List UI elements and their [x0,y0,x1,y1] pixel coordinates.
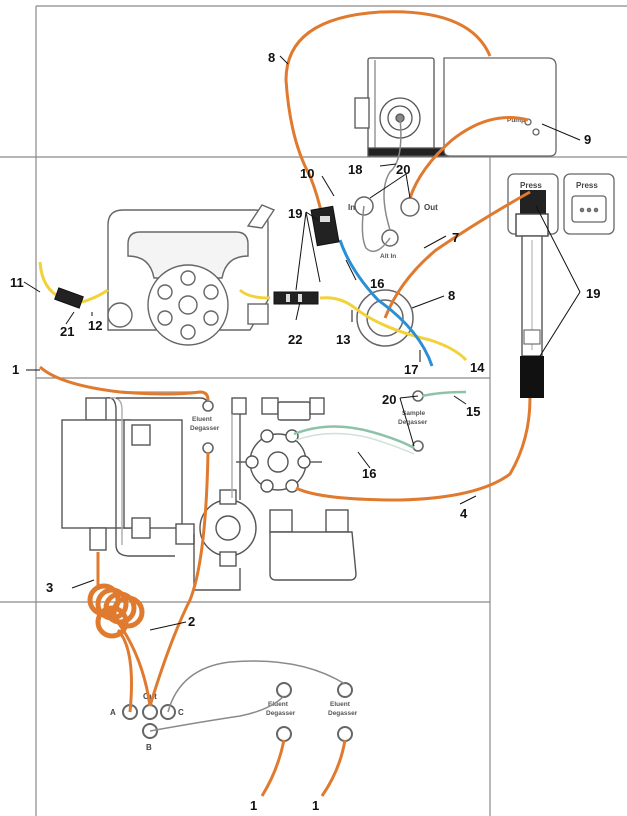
callout-numbers: 11 21 12 22 13 10 19 18 20 7 8 9 8 19 16… [10,50,600,813]
alt-in-label: Alt In [380,253,396,260]
callout-21: 21 [60,324,74,339]
peristaltic-pump-icon [107,204,276,346]
control-box-icon [443,57,557,157]
callout-5: 7 [452,230,459,245]
reservoir-icon [269,509,357,581]
degasser-icon [61,391,209,557]
out-port-label: Out [424,203,438,212]
callout-13: 14 [470,360,485,375]
callout-19-left: 19 [288,206,302,221]
callout-4: 4 [460,506,468,521]
sample-degasser-line2: Degasser [398,419,428,426]
callout-14: 15 [466,404,480,419]
port-c-label: C [178,708,184,717]
callout-20-mid: 20 [382,392,396,407]
in-port-label: In [348,203,355,212]
green-tubing [293,390,467,455]
callout-10: 11 [10,275,24,290]
orange-tubing [38,10,532,797]
eluent-degasser-top-line1: Eluent [192,416,213,423]
column-icon [515,190,549,398]
eluent-degasser-left-line2: Degasser [266,710,296,717]
callout-18: 18 [348,162,362,177]
callout-2: 2 [188,614,195,629]
valve-motor-icon [354,57,449,157]
callout-15: 16 [362,466,376,481]
port-a-label: A [110,708,116,717]
press-label-2: Press [576,181,598,190]
callout-17: 17 [404,362,418,377]
callout-6: 8 [448,288,455,303]
port-b-label: B [146,743,152,752]
eluent-degasser-top-line2: Degasser [190,425,220,432]
pump-label: Pump [507,117,525,124]
connector-icon [54,205,340,309]
callout-1-left: 1 [250,798,257,813]
coil-icon [87,583,145,639]
leader-lines [23,55,581,631]
grey-tubing [149,117,402,732]
callout-19-right: 19 [586,286,600,301]
proportioning-valve-ports [122,682,353,742]
callout-1-top: 1 [12,362,19,377]
eluent-degasser-right-line1: Eluent [330,701,351,708]
port-out-label: Out [143,692,157,701]
connector-highlights [286,216,330,302]
callout-3: 3 [46,580,53,595]
callout-20-top: 20 [396,162,410,177]
eluent-degasser-left-line1: Eluent [268,701,289,708]
callout-12: 13 [336,332,350,347]
callout-9: 10 [300,166,314,181]
callout-22: 22 [288,332,302,347]
press-label-1: Press [520,181,542,190]
callout-8: 8 [268,50,275,65]
callout-7: 9 [584,132,591,147]
callout-1-right: 1 [312,798,319,813]
callout-11: 12 [88,318,102,333]
eluent-degasser-right-line2: Degasser [328,710,358,717]
blue-tubing [338,239,434,367]
sample-degasser-line1: Sample [402,410,426,417]
valve-icon [175,397,325,591]
callout-16: 16 [370,276,384,291]
